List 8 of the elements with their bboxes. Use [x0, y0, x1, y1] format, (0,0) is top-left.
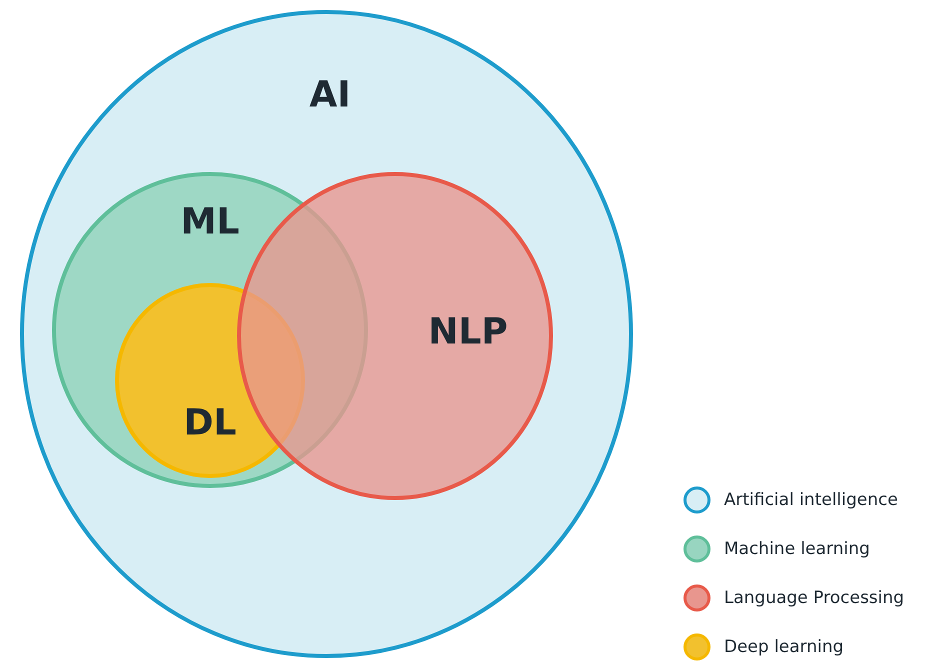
legend-label: Machine learning — [724, 539, 870, 559]
set-label: DL — [184, 402, 236, 444]
legend-label: Language Processing — [724, 588, 904, 608]
set-label: NLP — [428, 312, 508, 352]
set-label: AI — [309, 74, 351, 116]
set-label: ML — [180, 202, 240, 242]
legend-label: Deep learning — [724, 637, 844, 657]
legend-label: Artificial intelligence — [724, 490, 898, 510]
